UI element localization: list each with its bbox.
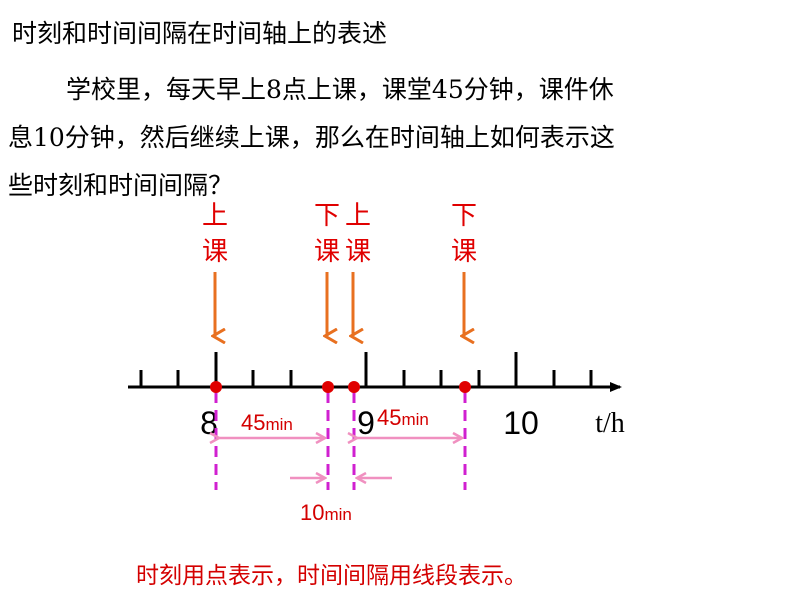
time-point-2 [322,381,334,393]
event-2-label-bottom: 课 [314,237,340,267]
dashed-guides [214,392,467,490]
slide-title: 时刻和时间间隔在时间轴上的表述 [12,19,388,48]
break-number: 10 [300,500,324,525]
break-unit: min [324,505,351,524]
time-point-3 [348,381,360,393]
hour-label-10: 10 [503,405,539,441]
time-point-1 [210,381,222,393]
conclusion-text: 时刻用点表示，时间间隔用线段表示。 [136,563,527,589]
interval-1-number: 45 [241,410,265,435]
paragraph-line-1: 学校里，每天早上8点上课，课堂45分钟，课件休 [66,75,614,104]
event-3-label-top: 上 [345,201,371,231]
event-1-label-bottom: 课 [202,237,228,267]
event-4-label-top: 下 [451,201,477,231]
interval-2-label: 45min [377,405,429,430]
break-label: 10min [300,500,352,525]
event-2-label-top: 下 [314,201,340,231]
paragraph-line-3: 些时刻和时间间隔？ [8,171,234,200]
event-3-label-bottom: 课 [345,237,371,267]
paragraph-line-2: 息10分钟，然后继续上课，那么在时间轴上如何表示这 [8,123,615,152]
interval-2-number: 45 [377,405,401,430]
interval-1-unit: min [265,415,292,434]
hour-label-9: 9 [357,405,375,441]
event-4-label-bottom: 课 [451,237,477,267]
interval-1-label: 45min [241,410,293,435]
axis-unit-label: t/h [595,408,625,439]
interval-2-unit: min [401,410,428,429]
time-point-4 [459,381,471,393]
event-1-label-top: 上 [202,201,228,231]
problem-paragraph: 学校里，每天早上8点上课，课堂45分钟，课件休 息10分钟，然后继续上课，那么在… [8,66,768,210]
axis-ticks [139,370,593,387]
